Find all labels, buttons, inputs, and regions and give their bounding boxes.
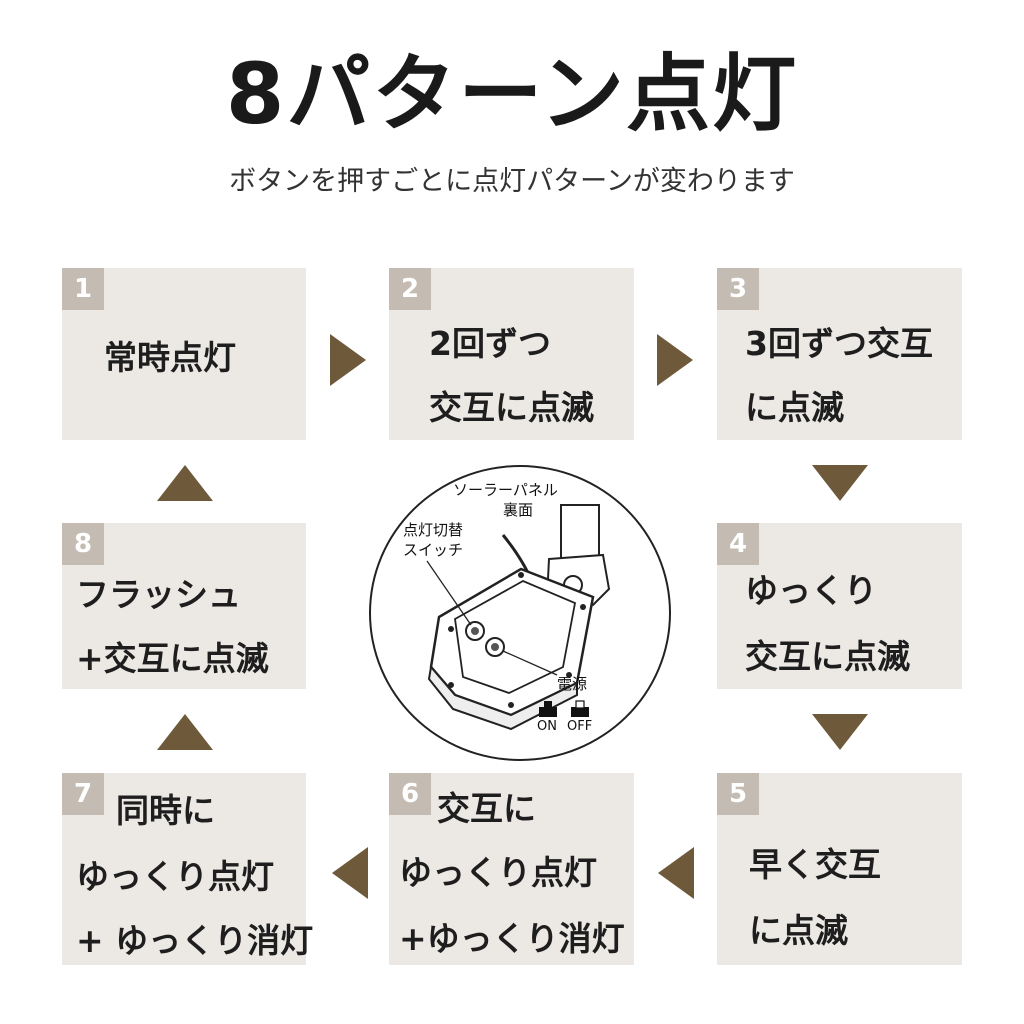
switch-label: 点灯切替 — [403, 521, 464, 539]
arrow-left-icon — [332, 847, 368, 899]
device-diagram: ソーラーパネル 裏面 点灯切替 スイッチ 電源 ON OFF — [369, 465, 671, 761]
step-text-line: に点滅 — [745, 388, 844, 427]
step-text-line: 常時点灯 — [104, 338, 236, 377]
arrow-right-icon — [330, 334, 366, 386]
step-text-line: 交互に点滅 — [745, 637, 910, 676]
step-card-3: 3 3回ずつ交互 に点滅 — [717, 268, 962, 440]
step-text-line: 交互に — [437, 789, 536, 828]
step-text-line: 3回ずつ交互 — [745, 324, 933, 363]
step-card-2: 2 2回ずつ 交互に点滅 — [389, 268, 634, 440]
step-number-badge: 2 — [389, 268, 431, 310]
step-text-line: ゆっくり点灯 — [399, 853, 597, 892]
step-card-5: 5 早く交互 に点滅 — [717, 773, 962, 965]
step-card-4: 4 ゆっくり 交互に点滅 — [717, 523, 962, 689]
arrow-up-icon — [157, 714, 213, 750]
step-card-8: 8 フラッシュ +交互に点滅 — [62, 523, 306, 689]
step-text-line: ゆっくり点灯 — [76, 857, 274, 896]
step-text-line: に点滅 — [749, 911, 848, 950]
step-text-line: 2回ずつ — [429, 324, 551, 363]
step-text-line: 早く交互 — [749, 845, 881, 884]
panel-label: ソーラーパネル — [453, 481, 558, 499]
step-number-badge: 6 — [389, 773, 431, 815]
page-subtitle: ボタンを押すごとに点灯パターンが変わります — [229, 166, 795, 197]
on-label: ON — [537, 719, 557, 734]
step-card-7: 7 同時に ゆっくり点灯 + ゆっくり消灯 — [62, 773, 313, 965]
arrow-down-icon — [812, 714, 868, 750]
step-number-badge: 3 — [717, 268, 759, 310]
step-number-badge: 5 — [717, 773, 759, 815]
arrow-right-icon — [657, 334, 693, 386]
arrow-down-icon — [812, 465, 868, 501]
step-card-6: 6 交互に ゆっくり点灯 +ゆっくり消灯 — [389, 773, 634, 965]
step-number-badge: 1 — [62, 268, 104, 310]
switch-label: スイッチ — [403, 541, 464, 559]
step-text-line: 同時に — [116, 791, 215, 830]
step-text-line: ゆっくり — [745, 571, 877, 610]
step-number-badge: 4 — [717, 523, 759, 565]
step-text-line: 交互に点滅 — [429, 388, 594, 427]
step-number-badge: 7 — [62, 773, 104, 815]
step-text-line: +ゆっくり消灯 — [399, 919, 625, 958]
arrow-left-icon — [658, 847, 694, 899]
page-title: 8パターン点灯 — [225, 45, 799, 143]
step-text-line: フラッシュ — [76, 575, 241, 614]
step-text-line: + ゆっくり消灯 — [76, 921, 314, 960]
panel-label: 裏面 — [503, 501, 534, 519]
solar-panel-back-illustration — [426, 504, 611, 731]
arrow-up-icon — [157, 465, 213, 501]
step-number-badge: 8 — [62, 523, 104, 565]
step-card-1: 1 常時点灯 — [62, 268, 306, 440]
step-text-line: +交互に点滅 — [76, 639, 269, 678]
power-label: 電源 — [557, 675, 588, 693]
off-label: OFF — [567, 719, 593, 734]
